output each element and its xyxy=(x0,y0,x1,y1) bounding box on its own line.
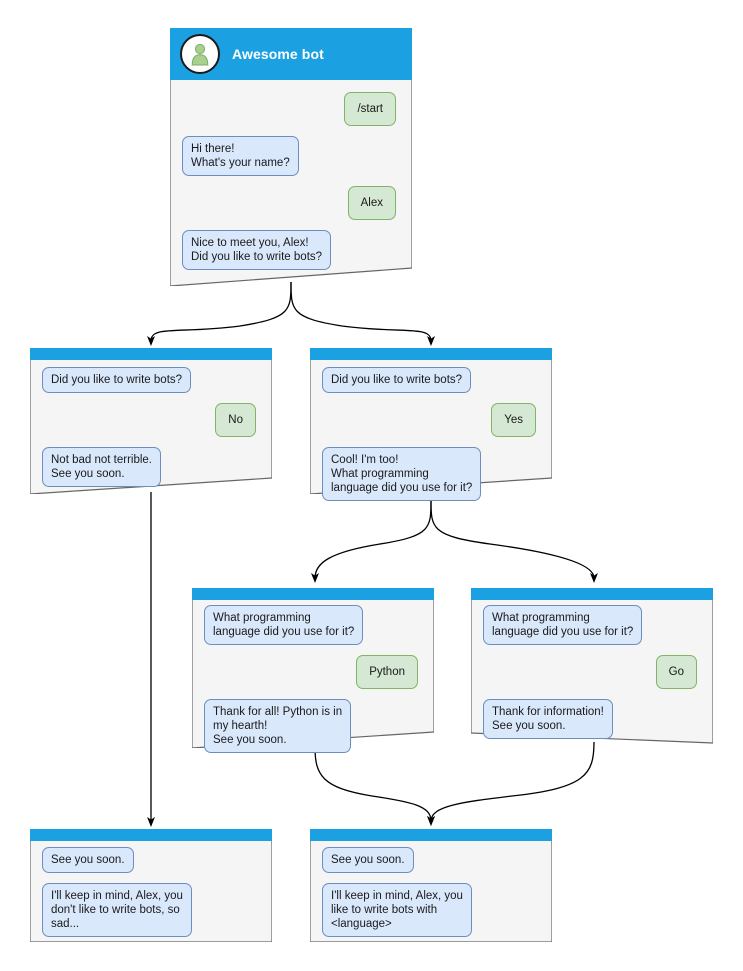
node-end-sad[interactable]: See you soon. I'll keep in mind, Alex, y… xyxy=(30,829,272,942)
node-go-branch-messages: What programming language did you use fo… xyxy=(471,600,713,749)
node-yes-branch-titlebar xyxy=(310,348,552,360)
message-row: Python xyxy=(204,655,422,689)
node-python-branch[interactable]: What programming language did you use fo… xyxy=(192,588,434,753)
bot-message-bubble[interactable]: Did you like to write bots? xyxy=(322,367,472,393)
node-root[interactable]: Awesome bot /start Hi there! What's your… xyxy=(170,28,412,286)
bot-message-bubble[interactable]: What programming language did you use fo… xyxy=(483,605,643,645)
bot-message-bubble[interactable]: I'll keep in mind, Alex, you don't like … xyxy=(42,883,192,937)
user-message-bubble[interactable]: Python xyxy=(356,655,418,689)
message-row: Hi there! What's your name? xyxy=(182,136,400,176)
user-message-bubble[interactable]: No xyxy=(215,403,256,437)
node-no-branch[interactable]: Did you like to write bots? No Not bad n… xyxy=(30,348,272,494)
bot-message-bubble[interactable]: Cool! I'm too! What programming language… xyxy=(322,447,482,501)
message-row: Cool! I'm too! What programming language… xyxy=(322,447,540,501)
node-root-titlebar: Awesome bot xyxy=(170,28,412,80)
person-icon xyxy=(191,43,209,66)
bot-message-bubble[interactable]: I'll keep in mind, Alex, you like to wri… xyxy=(322,883,472,937)
message-row: Did you like to write bots? xyxy=(42,367,260,393)
avatar xyxy=(180,34,220,74)
edge-yes-to-python xyxy=(311,499,432,583)
edge-go-to-end-happy xyxy=(427,741,595,826)
bot-message-bubble[interactable]: Nice to meet you, Alex! Did you like to … xyxy=(182,230,332,270)
bot-message-bubble[interactable]: See you soon. xyxy=(322,847,414,873)
message-row: See you soon. xyxy=(42,847,260,873)
message-row: No xyxy=(42,403,260,437)
edge-yes-to-go xyxy=(430,499,598,583)
bot-message-bubble[interactable]: Thank for information! See you soon. xyxy=(483,699,613,739)
node-root-messages: /start Hi there! What's your name? Alex … xyxy=(170,80,412,280)
message-row: What programming language did you use fo… xyxy=(204,605,422,645)
message-row: /start xyxy=(182,92,400,126)
node-end-sad-messages: See you soon. I'll keep in mind, Alex, y… xyxy=(30,841,272,947)
node-yes-branch[interactable]: Did you like to write bots? Yes Cool! I'… xyxy=(310,348,552,501)
node-go-branch-titlebar xyxy=(471,588,713,600)
user-message-bubble[interactable]: /start xyxy=(344,92,396,126)
message-row: Yes xyxy=(322,403,540,437)
bot-message-bubble[interactable]: See you soon. xyxy=(42,847,134,873)
message-row: Thank for all! Python is in my hearth! S… xyxy=(204,699,422,753)
bot-name-label: Awesome bot xyxy=(232,46,324,62)
node-go-branch[interactable]: What programming language did you use fo… xyxy=(471,588,713,748)
message-row: See you soon. xyxy=(322,847,540,873)
edge-root-to-yes-branch xyxy=(290,281,435,346)
node-end-happy-titlebar xyxy=(310,829,552,841)
user-message-bubble[interactable]: Alex xyxy=(347,186,396,220)
message-row: Nice to meet you, Alex! Did you like to … xyxy=(182,230,400,270)
bot-message-bubble[interactable]: Did you like to write bots? xyxy=(42,367,192,393)
user-message-bubble[interactable]: Go xyxy=(655,655,697,689)
node-python-branch-titlebar xyxy=(192,588,434,600)
bot-message-bubble[interactable]: What programming language did you use fo… xyxy=(204,605,364,645)
bot-message-bubble[interactable]: Not bad not terrible. See you soon. xyxy=(42,447,162,487)
node-end-sad-titlebar xyxy=(30,829,272,841)
message-row: Thank for information! See you soon. xyxy=(483,699,701,739)
bot-message-bubble[interactable]: Thank for all! Python is in my hearth! S… xyxy=(204,699,352,753)
message-row: Go xyxy=(483,655,701,689)
node-no-branch-messages: Did you like to write bots? No Not bad n… xyxy=(30,360,272,497)
node-python-branch-messages: What programming language did you use fo… xyxy=(192,600,434,763)
message-row: Alex xyxy=(182,186,400,220)
node-end-happy[interactable]: See you soon. I'll keep in mind, Alex, y… xyxy=(310,829,552,942)
node-end-happy-messages: See you soon. I'll keep in mind, Alex, y… xyxy=(310,841,552,947)
message-row: I'll keep in mind, Alex, you don't like … xyxy=(42,883,260,937)
bot-message-bubble[interactable]: Hi there! What's your name? xyxy=(182,136,299,176)
node-yes-branch-messages: Did you like to write bots? Yes Cool! I'… xyxy=(310,360,552,511)
user-message-bubble[interactable]: Yes xyxy=(491,403,536,437)
node-no-branch-titlebar xyxy=(30,348,272,360)
message-row: Not bad not terrible. See you soon. xyxy=(42,447,260,487)
message-row: I'll keep in mind, Alex, you like to wri… xyxy=(322,883,540,937)
edge-root-to-no-branch xyxy=(147,281,292,346)
message-row: What programming language did you use fo… xyxy=(483,605,701,645)
message-row: Did you like to write bots? xyxy=(322,367,540,393)
